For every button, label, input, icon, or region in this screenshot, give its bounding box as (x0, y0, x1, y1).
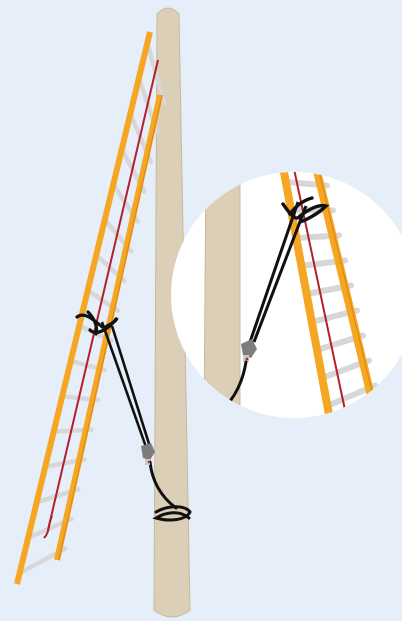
ladder-halyard (47, 59, 159, 531)
inset-strap (224, 196, 330, 408)
ladder-rail-shade (58, 94, 163, 561)
inset-ladder (274, 154, 378, 418)
utility-pole (153, 7, 191, 618)
ladder-rail-left (274, 172, 334, 418)
inset-snap-hook (241, 339, 257, 362)
pole-lashing (148, 460, 192, 522)
ladder-rung (281, 154, 321, 161)
ladder-rail-right (308, 172, 376, 401)
securing-strap (75, 310, 155, 465)
ladder-rail-left (14, 31, 153, 585)
inset-strap-loop (281, 196, 330, 224)
lashing-tail (148, 460, 178, 510)
ladder-halyard (289, 172, 346, 411)
snap-hook (141, 443, 155, 465)
extension-ladder (14, 31, 167, 585)
magnified-detail (171, 154, 402, 418)
strap-line-b (110, 325, 152, 448)
inset-pole (203, 172, 241, 418)
strap-loop-on-ladder (75, 310, 119, 336)
halyard-knot (43, 515, 53, 539)
pole-body (153, 7, 191, 618)
ladder-rail-shade (313, 172, 375, 401)
strap-line-a (100, 321, 148, 448)
